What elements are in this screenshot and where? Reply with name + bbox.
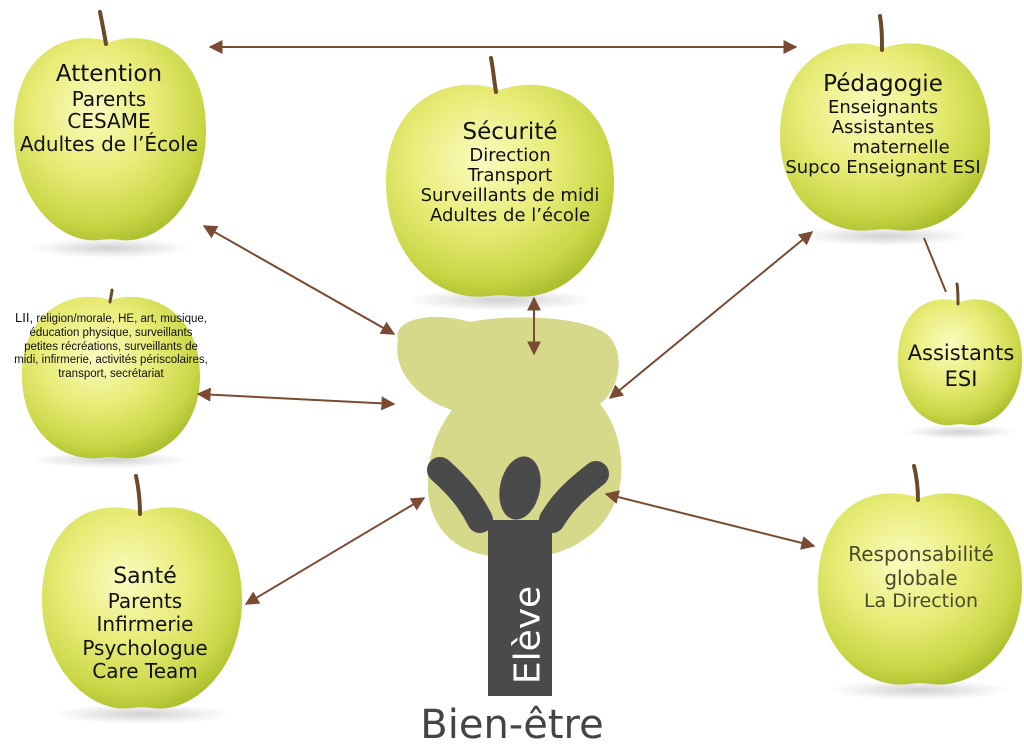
pedagogie-line: Enseignants bbox=[828, 96, 938, 118]
arrow-lii-eleve bbox=[196, 387, 396, 411]
stem-icon bbox=[878, 14, 884, 52]
apple-label-pedagogie: Pédagogie Enseignants Assistantes matern… bbox=[772, 71, 994, 179]
securite-line: Direction bbox=[469, 144, 551, 166]
arrow-pedagogie-eleve bbox=[608, 231, 814, 399]
sante-line: Parents bbox=[107, 588, 183, 613]
arrow-attention-eleve bbox=[202, 225, 396, 335]
assistants-line: Assistants bbox=[907, 341, 1015, 365]
lii-text: religion/morale, HE, art, musique, éduca… bbox=[14, 313, 208, 381]
apple-lii bbox=[22, 288, 200, 468]
apple-label-securite: Sécurité Direction Transport Surveillant… bbox=[394, 119, 626, 227]
figure-trunk bbox=[488, 520, 552, 696]
apple-assistants bbox=[898, 282, 1022, 439]
attention-title: Attention bbox=[55, 61, 163, 87]
apple-attention bbox=[14, 10, 206, 258]
securite-line: Surveillants de midi bbox=[420, 185, 600, 207]
apple-securite bbox=[386, 56, 614, 311]
sante-line: Psychologue bbox=[82, 635, 208, 660]
eleve-label: Elève bbox=[488, 580, 568, 690]
securite-line: Transport bbox=[467, 164, 553, 186]
apple-label-attention: Attention Parents CESAME Adultes de l’Éc… bbox=[0, 61, 218, 156]
stem-icon bbox=[912, 464, 920, 502]
sante-line: Infirmerie bbox=[96, 612, 194, 637]
apple-sante bbox=[42, 474, 242, 724]
stem-icon bbox=[98, 10, 108, 46]
responsabilite-line: globale bbox=[884, 565, 958, 590]
attention-line: Parents bbox=[71, 86, 147, 111]
stem-icon bbox=[489, 56, 498, 94]
figure-right-arm bbox=[539, 461, 609, 533]
pedagogie-line: maternelle bbox=[852, 137, 950, 159]
stem-icon bbox=[134, 474, 142, 516]
attention-line: CESAME bbox=[67, 109, 151, 134]
bien-etre-title: Bien-être bbox=[420, 702, 604, 748]
pedagogie-title: Pédagogie bbox=[823, 71, 943, 97]
apple-responsabilite bbox=[818, 464, 1022, 700]
sante-title: Santé bbox=[113, 564, 177, 589]
attention-line: Adultes de l’École bbox=[19, 131, 199, 156]
figure-head bbox=[499, 456, 541, 520]
securite-title: Sécurité bbox=[462, 119, 558, 145]
apple-pedagogie bbox=[780, 14, 990, 246]
figure-left-arm bbox=[427, 457, 493, 533]
responsabilite-line: Responsabilité bbox=[848, 542, 994, 566]
apple-label-sante: Santé Parents Infirmerie Psychologue Car… bbox=[60, 564, 230, 683]
securite-line: Adultes de l’école bbox=[429, 205, 591, 227]
apple-label-lii: LII, religion/morale, HE, art, musique, … bbox=[12, 310, 210, 382]
apple-label-responsabilite: Responsabilité globale La Direction bbox=[814, 542, 1024, 613]
arrow-responsabilite-eleve bbox=[604, 490, 816, 550]
assistants-line: ESI bbox=[944, 367, 978, 392]
stem-icon bbox=[955, 282, 960, 306]
pedagogie-line: Supco Enseignant ESI bbox=[785, 157, 981, 179]
stem-icon bbox=[108, 288, 114, 304]
responsabilite-line: La Direction bbox=[863, 590, 979, 613]
arrows bbox=[196, 40, 947, 605]
eleve-tree bbox=[397, 316, 622, 696]
line-pedagogie-assistants bbox=[923, 237, 947, 293]
apple-label-assistants: Assistants ESI bbox=[898, 340, 1024, 393]
sante-line: Care Team bbox=[92, 658, 198, 683]
lii-lead: LII, bbox=[15, 310, 34, 325]
arrow-sante-eleve bbox=[244, 497, 426, 605]
eleve-word: Elève bbox=[507, 585, 549, 685]
pedagogie-line: Assistantes bbox=[831, 116, 935, 138]
